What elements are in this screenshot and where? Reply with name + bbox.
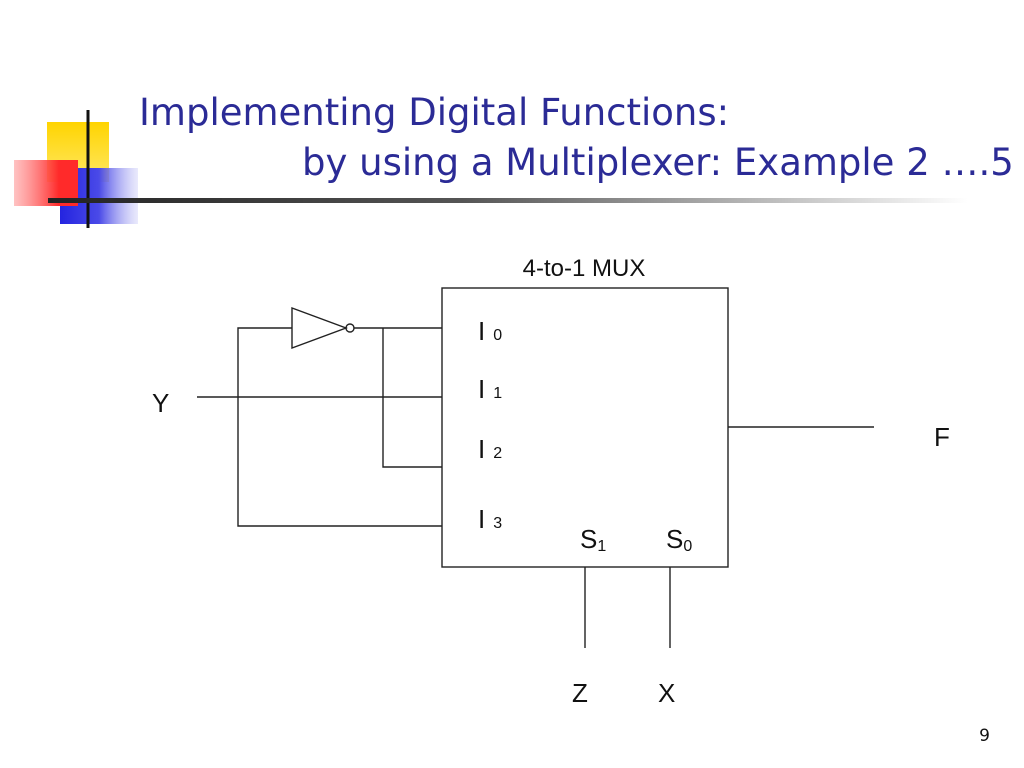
title-line-1: Implementing Digital Functions:	[139, 91, 730, 134]
title-decoration	[14, 110, 968, 228]
signal-label-z: Z	[572, 678, 588, 708]
wire-i0-to-i2	[382, 328, 442, 468]
select-label-s1: S1	[580, 524, 606, 555]
title-line-2: by using a Multiplexer: Example 2 ….5	[302, 141, 1014, 184]
signal-label-y: Y	[152, 388, 169, 418]
signal-label-x: X	[658, 678, 675, 708]
mux-label: 4-to-1 MUX	[523, 255, 646, 282]
wire-y-loop	[237, 327, 442, 527]
page-number: 9	[979, 726, 990, 746]
not-gate-symbol	[291, 306, 349, 350]
signal-label-f: F	[934, 422, 950, 452]
title-rule	[48, 198, 968, 203]
select-label-s0: S0	[666, 524, 692, 555]
